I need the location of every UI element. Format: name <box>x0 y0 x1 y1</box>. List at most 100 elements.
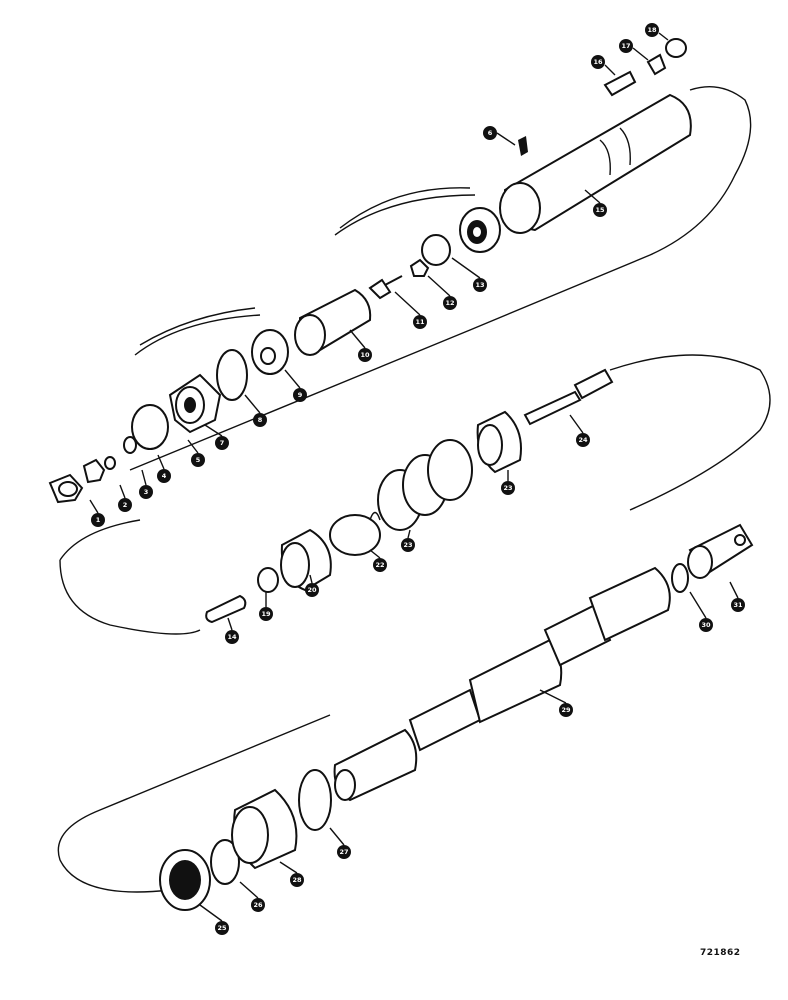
callout-19: 19 <box>259 607 273 621</box>
svg-text:1: 1 <box>96 516 101 524</box>
svg-text:2: 2 <box>123 501 128 509</box>
part-4-ring <box>123 436 137 454</box>
part-8-coil-right <box>459 207 501 253</box>
svg-text:13: 13 <box>475 281 484 289</box>
callout-20: 20 <box>305 583 319 597</box>
svg-text:30: 30 <box>701 621 711 629</box>
svg-text:25: 25 <box>217 924 227 932</box>
group-boundary-top <box>129 86 752 471</box>
svg-text:23: 23 <box>503 484 512 492</box>
part-26-o-ring <box>210 839 240 885</box>
part-15-body-tube <box>499 93 692 234</box>
svg-text:24: 24 <box>578 436 588 444</box>
callout-3: 3 <box>139 485 153 499</box>
part-13-washer <box>421 234 451 266</box>
part-22-inner-spring <box>329 511 381 556</box>
wire-left <box>134 314 261 356</box>
svg-text:4: 4 <box>162 472 167 480</box>
part-17-clip <box>646 53 667 76</box>
svg-text:18: 18 <box>647 26 657 34</box>
svg-text:15: 15 <box>595 206 605 214</box>
callout-31: 31 <box>731 598 745 612</box>
part-11-bolt <box>368 275 403 300</box>
callout-15: 15 <box>593 203 607 217</box>
part-19-washer <box>257 567 279 593</box>
part-2-nut <box>82 458 106 484</box>
part-14-pin <box>205 594 247 624</box>
part-29-spool <box>333 566 671 802</box>
callout-13: 13 <box>473 278 487 292</box>
part-10-sleeve <box>294 288 372 356</box>
svg-text:3: 3 <box>144 488 149 496</box>
svg-text:28: 28 <box>292 876 302 884</box>
callout-6: 6 <box>483 126 497 140</box>
group-boundary-bottom <box>57 714 331 893</box>
callout-9: 9 <box>293 388 307 402</box>
svg-text:7: 7 <box>220 439 225 447</box>
callout-24: 24 <box>576 433 590 447</box>
svg-text:5: 5 <box>196 456 201 464</box>
part-24-stud <box>523 368 614 426</box>
svg-text:6: 6 <box>488 129 493 137</box>
wire-right-2 <box>339 187 471 229</box>
callout-8: 8 <box>253 413 267 427</box>
callout-23b: 23 <box>501 481 515 495</box>
leader-lines <box>89 32 739 922</box>
callout-4: 4 <box>157 469 171 483</box>
part-3-washer <box>104 456 116 470</box>
svg-text:29: 29 <box>561 706 571 714</box>
part-16-fitting <box>603 70 637 97</box>
wire-left-2 <box>139 307 256 346</box>
part-30-o-ring-right <box>671 563 689 593</box>
callout-18: 18 <box>645 23 659 37</box>
callout-17: 17 <box>619 39 633 53</box>
svg-text:22: 22 <box>375 561 384 569</box>
callout-10: 10 <box>358 348 372 362</box>
callout-26: 26 <box>251 898 265 912</box>
part-23-spring-seat <box>476 410 522 474</box>
svg-text:8: 8 <box>258 416 263 424</box>
callout-12: 12 <box>443 296 457 310</box>
part-8-o-ring <box>216 349 248 401</box>
svg-text:14: 14 <box>227 633 237 641</box>
part-12-nut <box>409 258 430 277</box>
svg-text:12: 12 <box>445 299 454 307</box>
group-boundary-middle <box>59 354 771 635</box>
callout-11: 11 <box>413 315 427 329</box>
callout-14: 14 <box>225 630 239 644</box>
part-23-outer-spring <box>377 439 473 531</box>
callout-1: 1 <box>91 513 105 527</box>
callout-7: 7 <box>215 436 229 450</box>
callout-22: 22 <box>373 558 387 572</box>
svg-text:23: 23 <box>403 541 412 549</box>
svg-text:27: 27 <box>339 848 348 856</box>
part-28-retainer <box>231 788 298 870</box>
svg-text:26: 26 <box>253 901 263 909</box>
callout-30: 30 <box>699 618 713 632</box>
callout-25: 25 <box>215 921 229 935</box>
part-30-seal <box>159 849 211 911</box>
part-27-o-ring <box>298 769 332 831</box>
callout-23: 23 <box>401 538 415 552</box>
svg-text:9: 9 <box>298 391 303 399</box>
part-18-cap <box>665 38 687 58</box>
part-1-plug <box>48 473 84 504</box>
part-5-ring <box>131 404 169 450</box>
callout-16: 16 <box>591 55 605 69</box>
figure-reference-number: 721862 <box>700 948 741 958</box>
part-20-spring-seat <box>280 528 332 592</box>
callout-28: 28 <box>290 873 304 887</box>
svg-text:16: 16 <box>593 58 603 66</box>
callout-27: 27 <box>337 845 351 859</box>
svg-text:17: 17 <box>621 42 630 50</box>
part-9-coil <box>251 329 289 375</box>
callout-5: 5 <box>191 453 205 467</box>
callout-2: 2 <box>118 498 132 512</box>
svg-text:20: 20 <box>307 586 317 594</box>
wire-right <box>334 194 476 236</box>
callout-29: 29 <box>559 703 573 717</box>
svg-text:11: 11 <box>415 318 425 326</box>
svg-text:31: 31 <box>733 601 743 609</box>
part-7-housing <box>168 373 222 434</box>
